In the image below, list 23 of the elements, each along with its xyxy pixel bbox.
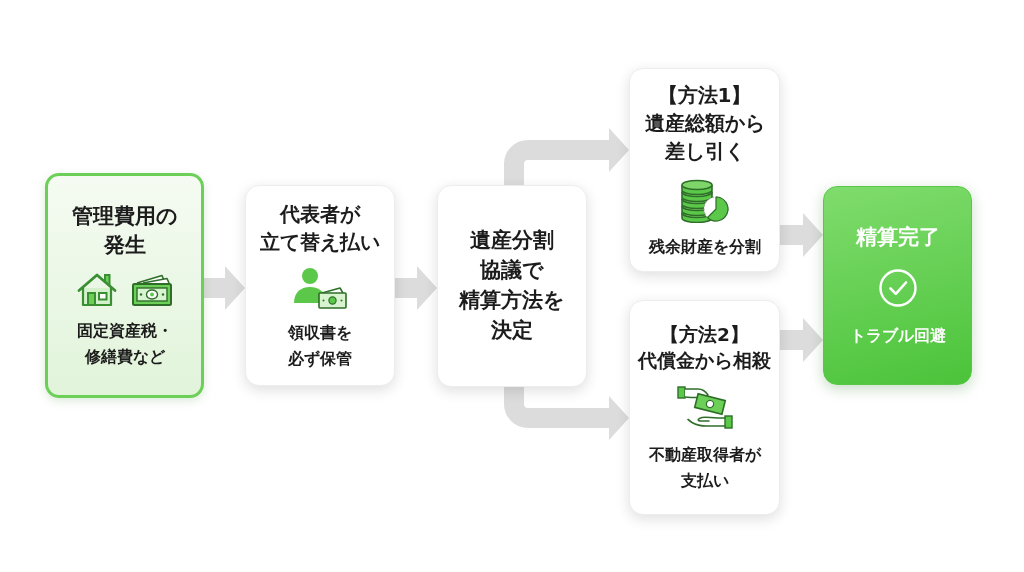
arrow — [395, 266, 437, 310]
step-card — [45, 173, 204, 398]
arrow — [780, 318, 823, 362]
step-card — [629, 68, 780, 272]
step-note: 固定資産税・修繕費など — [76, 320, 173, 368]
arrow — [504, 387, 629, 440]
step-note: トラブル回避 — [849, 324, 946, 347]
arrow — [504, 128, 629, 185]
step-title: 管理費用の発生 — [71, 202, 178, 260]
step-note: 領収書を必ず保管 — [288, 322, 352, 370]
step-note: 不動産取得者が支払い — [648, 444, 761, 492]
step-title: 遺産分割協議で精算方法を決定 — [459, 227, 565, 344]
result-card — [823, 186, 972, 385]
step-title: 【方法1】遺産総額から差し引く — [644, 81, 765, 166]
step-title: 精算完了 — [855, 223, 940, 251]
arrow — [780, 213, 823, 257]
arrow — [204, 266, 245, 310]
step-note: 残余財産を分割 — [648, 235, 761, 258]
step-card — [245, 185, 395, 386]
step-title: 【方法2】代償金から相殺 — [638, 322, 771, 373]
step-title: 代表者が立て替え払い — [260, 200, 380, 256]
step-card — [437, 185, 587, 387]
step-card — [629, 300, 780, 515]
